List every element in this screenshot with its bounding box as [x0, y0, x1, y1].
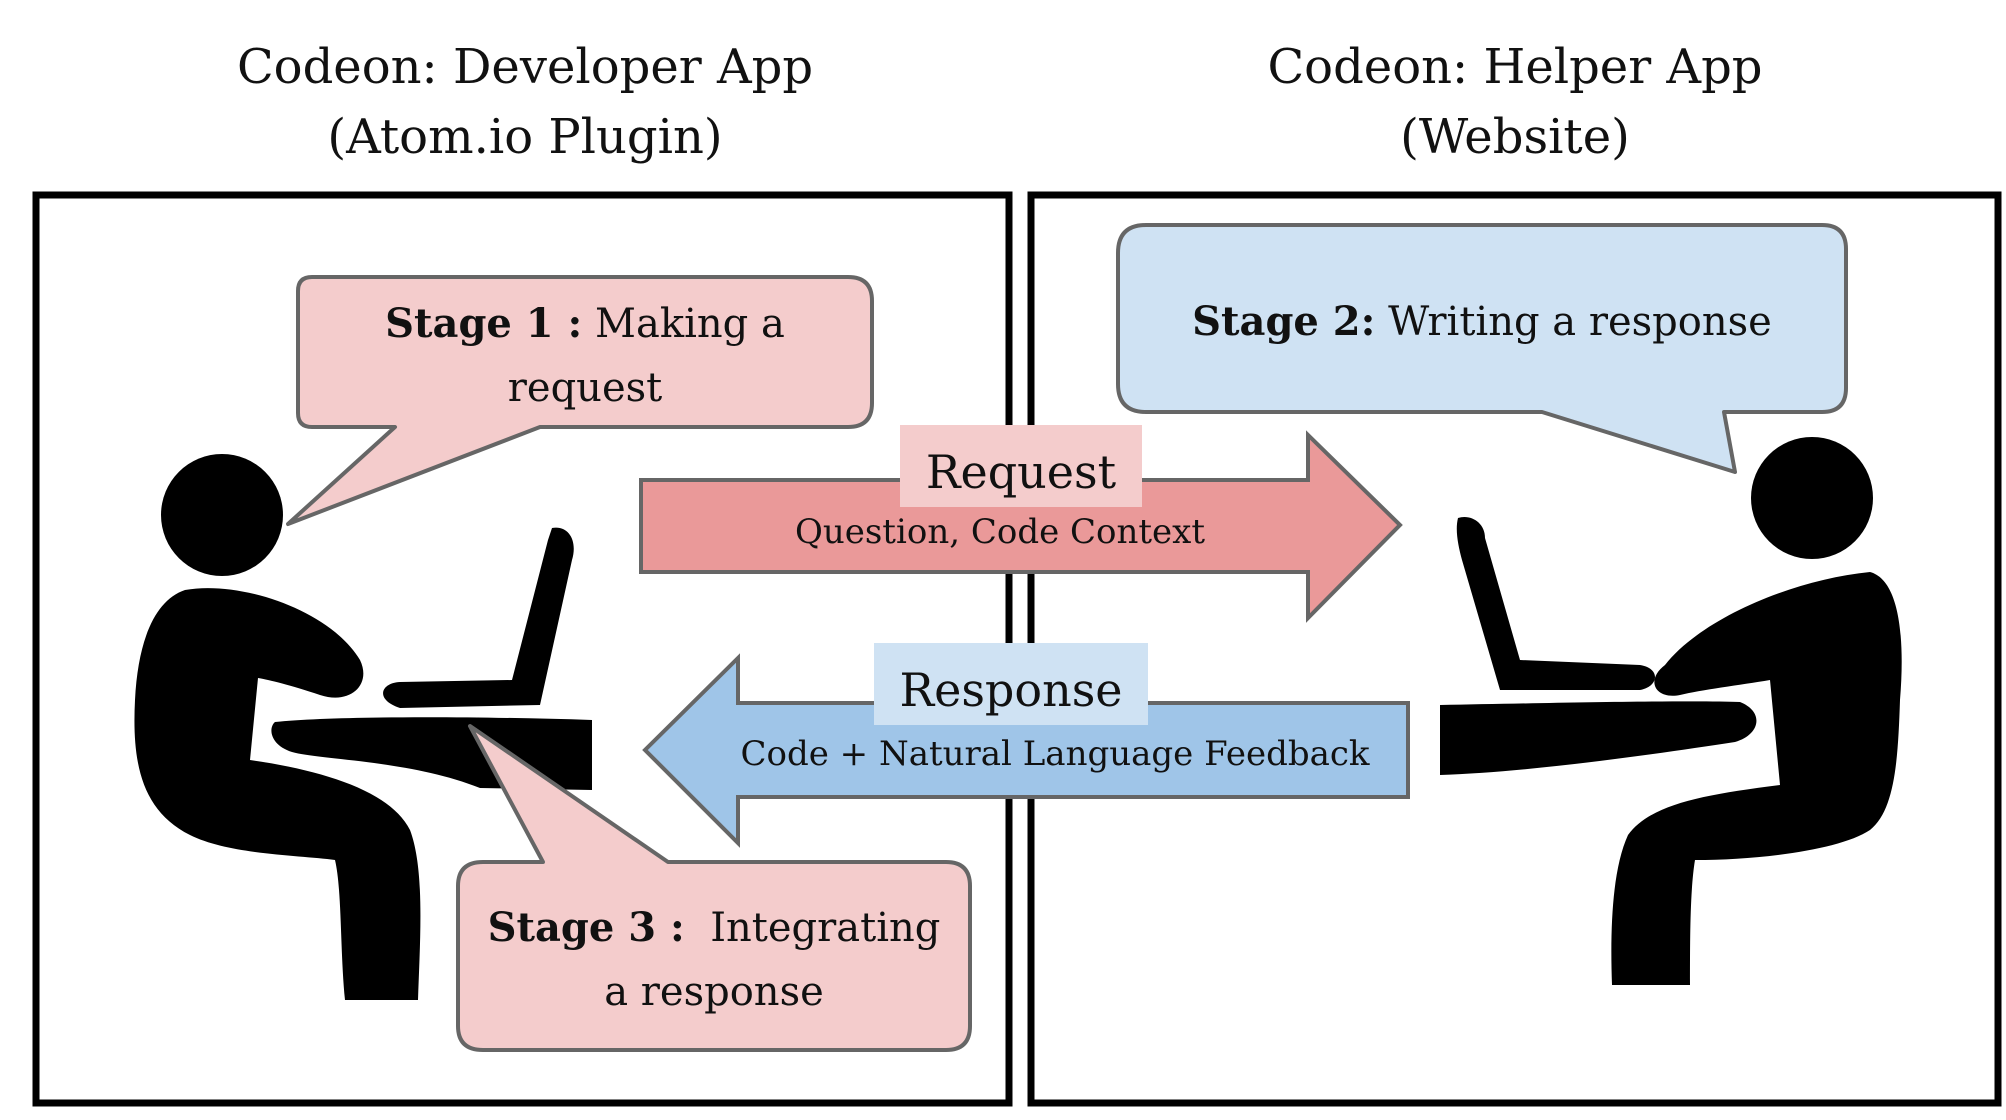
helper-app-title-line1: Codeon: Helper App — [1267, 39, 1763, 95]
stage3-label: Stage 3 : — [487, 904, 685, 951]
request-subtitle: Question, Code Context — [794, 512, 1206, 552]
developer-app-title-line1: Codeon: Developer App — [236, 39, 814, 95]
helper-app-title: Codeon: Helper App (Website) — [1200, 32, 1830, 172]
developer-figure-icon — [134, 454, 592, 1000]
request-arrow — [639, 425, 1403, 623]
stage3-text: Stage 3 : Integrating a response — [460, 896, 968, 1024]
stage1-label: Stage 1 : — [385, 300, 583, 347]
helper-app-title-line2: (Website) — [1400, 109, 1630, 165]
stage3-bubble — [456, 724, 972, 1052]
developer-app-title: Codeon: Developer App (Atom.io Plugin) — [200, 32, 850, 172]
request-title: Request — [925, 445, 1117, 499]
stage1-text: Stage 1 : Making a request — [300, 292, 870, 420]
stage3-text-line1: Integrating — [710, 905, 941, 951]
stage2-bubble — [1116, 223, 1848, 474]
response-label-box — [874, 643, 1148, 725]
stage1-text-line2: request — [507, 365, 663, 411]
helper-figure-icon — [1440, 437, 1902, 985]
stage3-text-line2: a response — [604, 969, 824, 1015]
response-title: Response — [899, 663, 1123, 717]
stage2-text: Stage 2: Writing a response — [1120, 290, 1844, 354]
request-label-box — [900, 425, 1142, 507]
response-subtitle: Code + Natural Language Feedback — [740, 734, 1370, 774]
stage2-text-body: Writing a response — [1388, 299, 1772, 345]
stage1-bubble — [286, 275, 874, 526]
response-arrow — [642, 643, 1410, 848]
developer-app-title-line2: (Atom.io Plugin) — [327, 109, 723, 165]
stage1-text-line1: Making a — [595, 301, 785, 347]
stage2-label: Stage 2: — [1192, 298, 1376, 345]
